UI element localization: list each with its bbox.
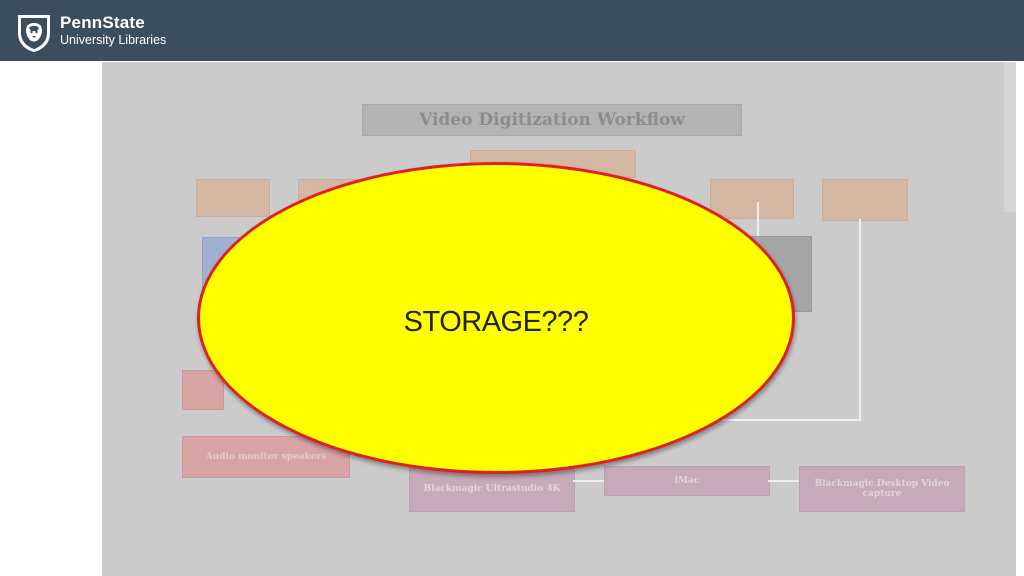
connector-line bbox=[757, 202, 759, 236]
image-edge bbox=[1004, 62, 1016, 212]
connector-line bbox=[859, 219, 861, 421]
connector-line bbox=[573, 480, 604, 482]
workflow-box bbox=[710, 179, 794, 219]
header-bar: PennState University Libraries bbox=[0, 0, 1024, 61]
brand-name: PennState bbox=[60, 13, 145, 32]
storage-callout-text: STORAGE??? bbox=[403, 305, 589, 338]
blackmagic-software-box: Blackmagic Desktop Video capture bbox=[799, 466, 965, 512]
workflow-title: Video Digitization Workflow bbox=[362, 104, 742, 136]
imac-box: iMac bbox=[604, 466, 770, 496]
workflow-box bbox=[182, 370, 224, 410]
nittany-lion-shield-icon[interactable] bbox=[16, 13, 52, 53]
brand-text[interactable]: PennState University Libraries bbox=[60, 14, 166, 48]
connector-line bbox=[768, 480, 799, 482]
workflow-box bbox=[822, 179, 908, 221]
workflow-box bbox=[196, 179, 270, 217]
brand-subtitle: University Libraries bbox=[60, 33, 167, 47]
connector-line bbox=[718, 419, 861, 421]
storage-callout-oval[interactable]: STORAGE??? bbox=[197, 162, 795, 474]
